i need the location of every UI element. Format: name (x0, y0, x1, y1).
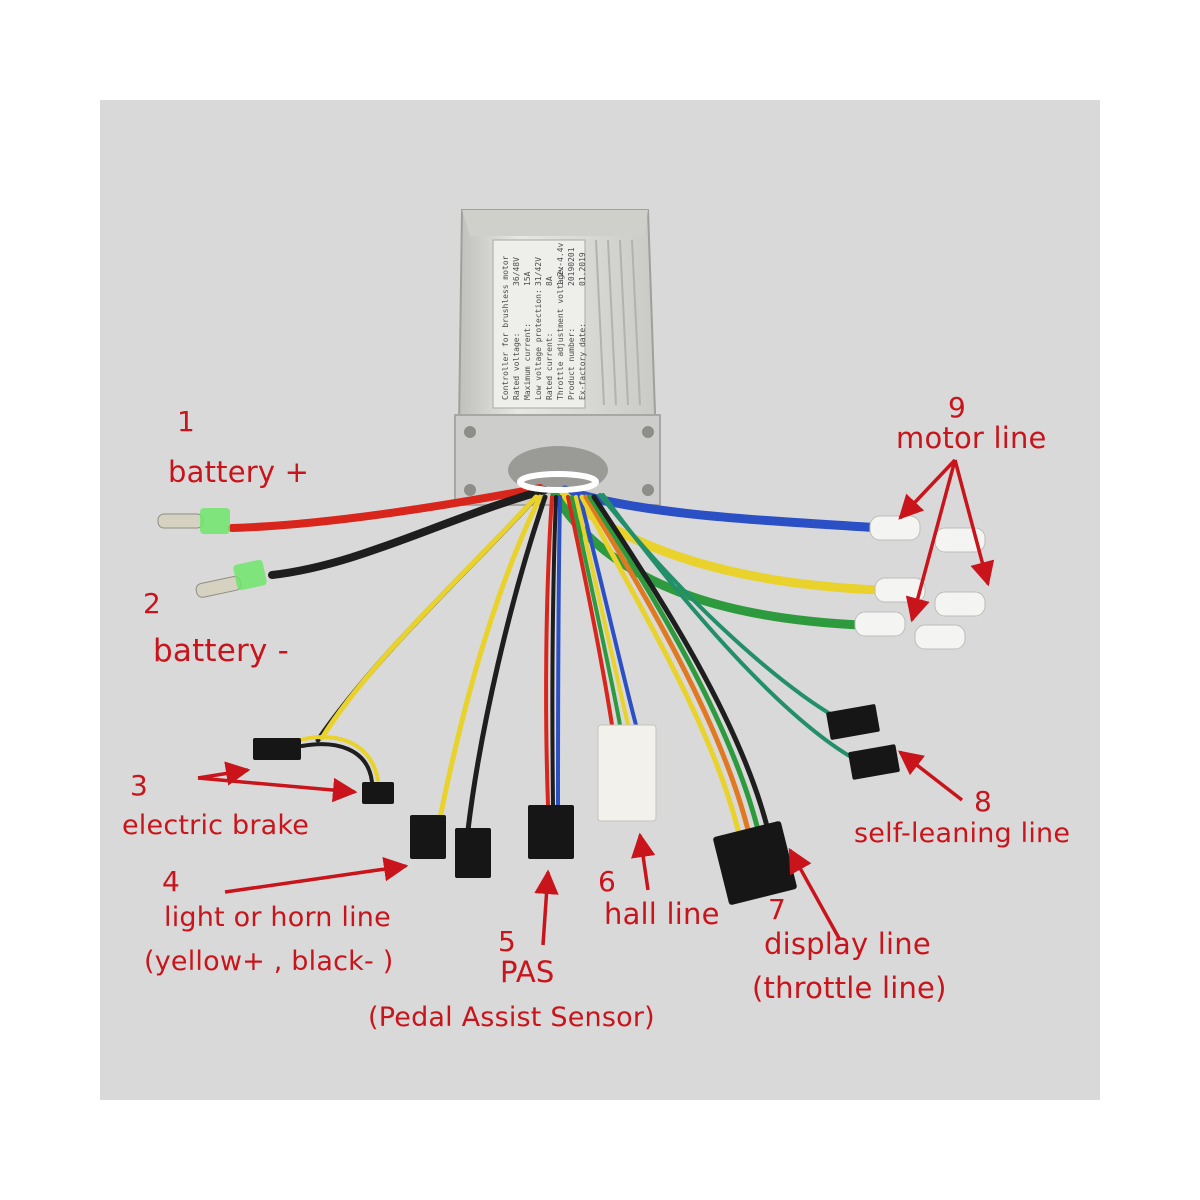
spec-value: 8A (545, 276, 554, 286)
spec-value: 31/42V (534, 257, 543, 286)
spec-line: Rated current: (545, 333, 554, 400)
spec-value: 1.2v-4.4v (556, 242, 565, 286)
spec-line: Throttle adjustment voltage: (556, 265, 565, 400)
spec-line: Maximum current: (523, 323, 532, 400)
spec-line: Low voltage protection: (534, 289, 543, 400)
spec-line: Product number: (567, 328, 576, 400)
spec-value: 15A (523, 271, 532, 286)
spec-value: 36/48V (512, 257, 521, 286)
spec-value: 20190201 (567, 247, 576, 286)
spec-line: Controller for brushless motor (501, 255, 510, 400)
label-8-number: 8 (974, 785, 993, 818)
label-5-sub: (Pedal Assist Sensor) (368, 1002, 655, 1033)
label-9-text: motor line (896, 421, 1047, 455)
label-8-text: self-leaning line (854, 818, 1071, 849)
label-2-number: 2 (143, 587, 162, 620)
wire-bundle (228, 471, 885, 833)
label-6-number: 6 (598, 865, 617, 898)
label-7-number: 7 (768, 893, 787, 926)
callout-arrows (197, 458, 995, 946)
spec-line: Ex-factory date: (578, 323, 587, 400)
label-1-number: 1 (177, 405, 196, 438)
label-5-text: PAS (500, 955, 555, 989)
label-7-text: display line (764, 927, 931, 961)
controller-housing (454, 209, 661, 506)
label-1-text: battery + (168, 455, 310, 489)
label-5-number: 5 (498, 925, 517, 958)
connectors (157, 508, 986, 905)
label-3-text: electric brake (122, 810, 310, 841)
label-4-number: 4 (162, 865, 181, 898)
label-9-number: 9 (948, 391, 967, 424)
label-3-number: 3 (130, 769, 149, 802)
spec-line: Rated voltage: (512, 333, 521, 400)
label-4-text: light or horn line (164, 902, 391, 933)
spec-value: 01.2019 (578, 252, 587, 286)
label-7-sub: (throttle line) (752, 971, 947, 1005)
label-2-text: battery - (153, 633, 289, 669)
label-6-text: hall line (604, 897, 720, 931)
label-4-sub: (yellow+ , black- ) (144, 946, 394, 977)
